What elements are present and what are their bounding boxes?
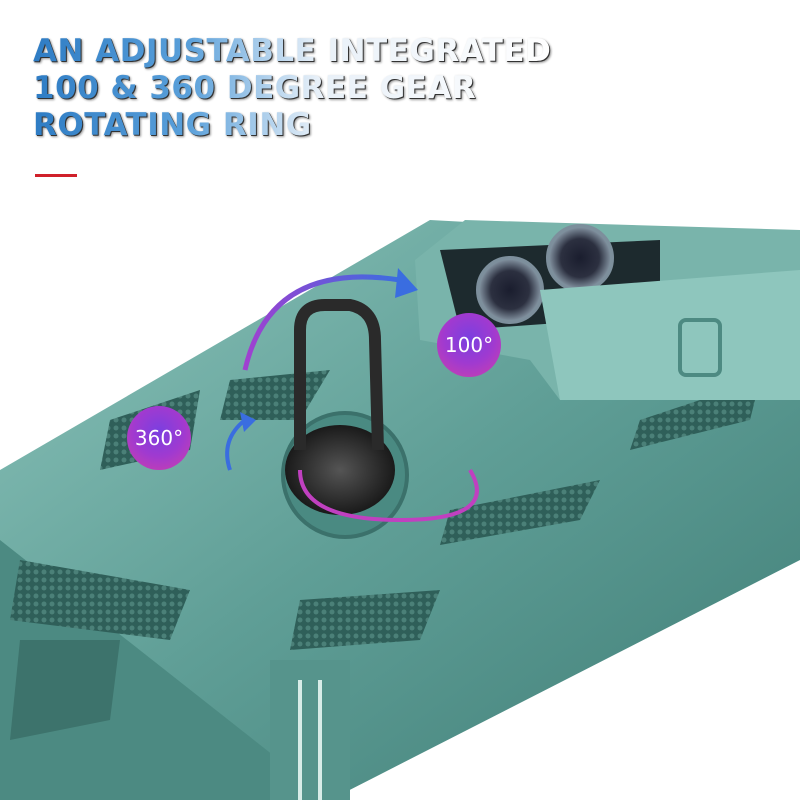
headline-line-3: ROTATING RING bbox=[33, 107, 551, 144]
headline-line-2: 100 & 360 DEGREE GEAR bbox=[33, 70, 551, 107]
ring-disc bbox=[285, 425, 395, 515]
badge-100: 100° bbox=[437, 313, 501, 377]
arrow-head-icon bbox=[240, 412, 256, 432]
camera-lens-1 bbox=[476, 256, 544, 324]
arrow-head-icon bbox=[395, 268, 418, 298]
ring-holder bbox=[281, 299, 409, 539]
headline: AN ADJUSTABLE INTEGRATED 100 & 360 DEGRE… bbox=[33, 33, 551, 144]
camera-lens-2 bbox=[546, 224, 614, 292]
accent-line bbox=[35, 174, 77, 177]
camera-slider-grip bbox=[678, 318, 722, 377]
camera-module bbox=[415, 220, 800, 400]
headline-line-1: AN ADJUSTABLE INTEGRATED bbox=[33, 33, 552, 69]
rotation-arrows bbox=[225, 268, 479, 523]
ring-loop bbox=[294, 299, 384, 451]
badge-360: 360° bbox=[127, 406, 191, 470]
